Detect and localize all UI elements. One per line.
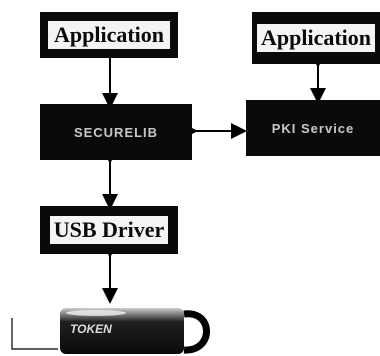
application-left-label: Application [48, 21, 170, 49]
application-right-label: Application [257, 24, 375, 52]
pki-service-label: PKI Service [272, 121, 355, 136]
application-left-box: Application [40, 12, 178, 58]
pki-service-box: PKI Service [246, 100, 380, 156]
device-callout-line [12, 318, 58, 349]
device-brand-text: TOKEN [70, 322, 112, 336]
secure-library-label: SECURELIB [74, 125, 158, 140]
secure-library-box: SECURELIB [40, 104, 192, 160]
usb-driver-label: USB Driver [50, 216, 169, 244]
application-right-box: Application [252, 12, 380, 64]
usb-token-icon: TOKEN [56, 300, 216, 356]
usb-token-device: TOKEN [56, 300, 216, 356]
usb-driver-box: USB Driver [40, 206, 178, 254]
